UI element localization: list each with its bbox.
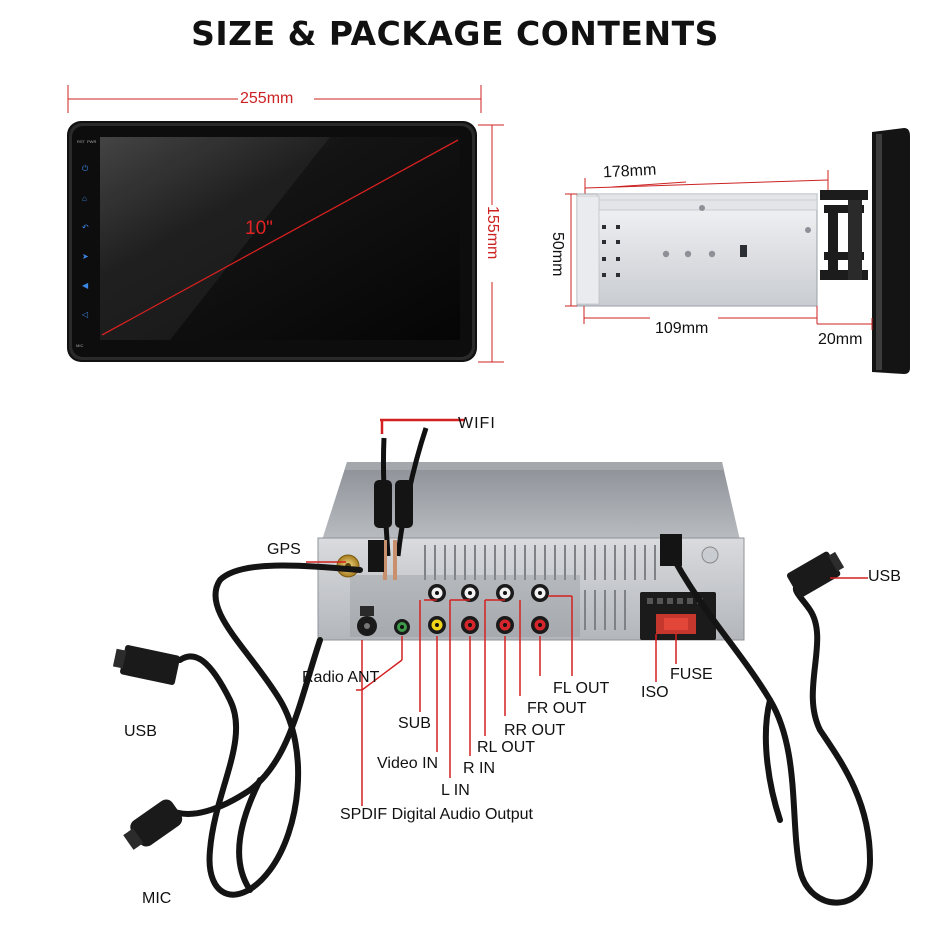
usb-cable-right xyxy=(665,545,874,906)
sub-label: SUB xyxy=(398,715,431,732)
usb-right-label: USB xyxy=(868,568,901,585)
video-in-label: Video IN xyxy=(377,755,439,772)
power-icon[interactable]: ⏻ xyxy=(82,164,89,173)
side-view-chassis xyxy=(565,128,910,374)
iso-label: ISO xyxy=(641,684,669,701)
usb-left-label: USB xyxy=(124,723,157,740)
height-dimension-label: 155mm xyxy=(484,206,501,260)
depth-top-label: 178mm xyxy=(602,161,657,182)
home-icon[interactable]: ⌂ xyxy=(82,194,87,203)
back-icon[interactable]: ↶ xyxy=(82,223,89,232)
head-unit-screen xyxy=(67,121,477,362)
mic-hole-label: MIC xyxy=(76,343,84,348)
radio-ant-label: Radio ANT xyxy=(302,669,380,686)
volume-up-icon[interactable]: ◀ xyxy=(82,281,89,290)
screen-size-label: 10" xyxy=(245,218,273,239)
l-in-label: L IN xyxy=(441,782,470,799)
power-label: PWR xyxy=(87,139,97,144)
width-dimension-label: 255mm xyxy=(240,90,294,107)
chassis-height-label: 50mm xyxy=(549,232,566,277)
rr-out-label: RR OUT xyxy=(504,722,566,739)
callout-lines xyxy=(306,561,868,806)
navigation-icon[interactable]: ➤ xyxy=(82,252,89,261)
fuse-label: FUSE xyxy=(670,666,713,683)
mic-plug xyxy=(123,799,183,850)
fr-out-label: FR OUT xyxy=(527,700,587,717)
usb-plug-right xyxy=(786,551,845,598)
usb-plug-left xyxy=(112,645,180,685)
chassis-depth-label: 109mm xyxy=(655,320,709,337)
height-dimension-line xyxy=(478,124,504,363)
mic-label: MIC xyxy=(142,890,172,907)
rear-panel-unit xyxy=(317,462,745,641)
fl-out-label: FL OUT xyxy=(553,680,610,697)
spdif-label: SPDIF Digital Audio Output xyxy=(340,806,533,823)
panel-thickness-label: 20mm xyxy=(818,331,863,348)
page-title: SIZE & PACKAGE CONTENTS xyxy=(191,14,719,53)
usb-mic-cable-left xyxy=(167,562,363,898)
width-dimension-line xyxy=(67,85,482,113)
rl-out-label: RL OUT xyxy=(477,739,536,756)
volume-down-icon[interactable]: ◁ xyxy=(82,310,89,319)
r-in-label: R IN xyxy=(463,760,495,777)
wifi-label: WIFI xyxy=(458,415,496,432)
wifi-antenna-cables xyxy=(368,418,465,580)
gps-label: GPS xyxy=(267,541,301,558)
reset-label: RST xyxy=(77,139,85,144)
